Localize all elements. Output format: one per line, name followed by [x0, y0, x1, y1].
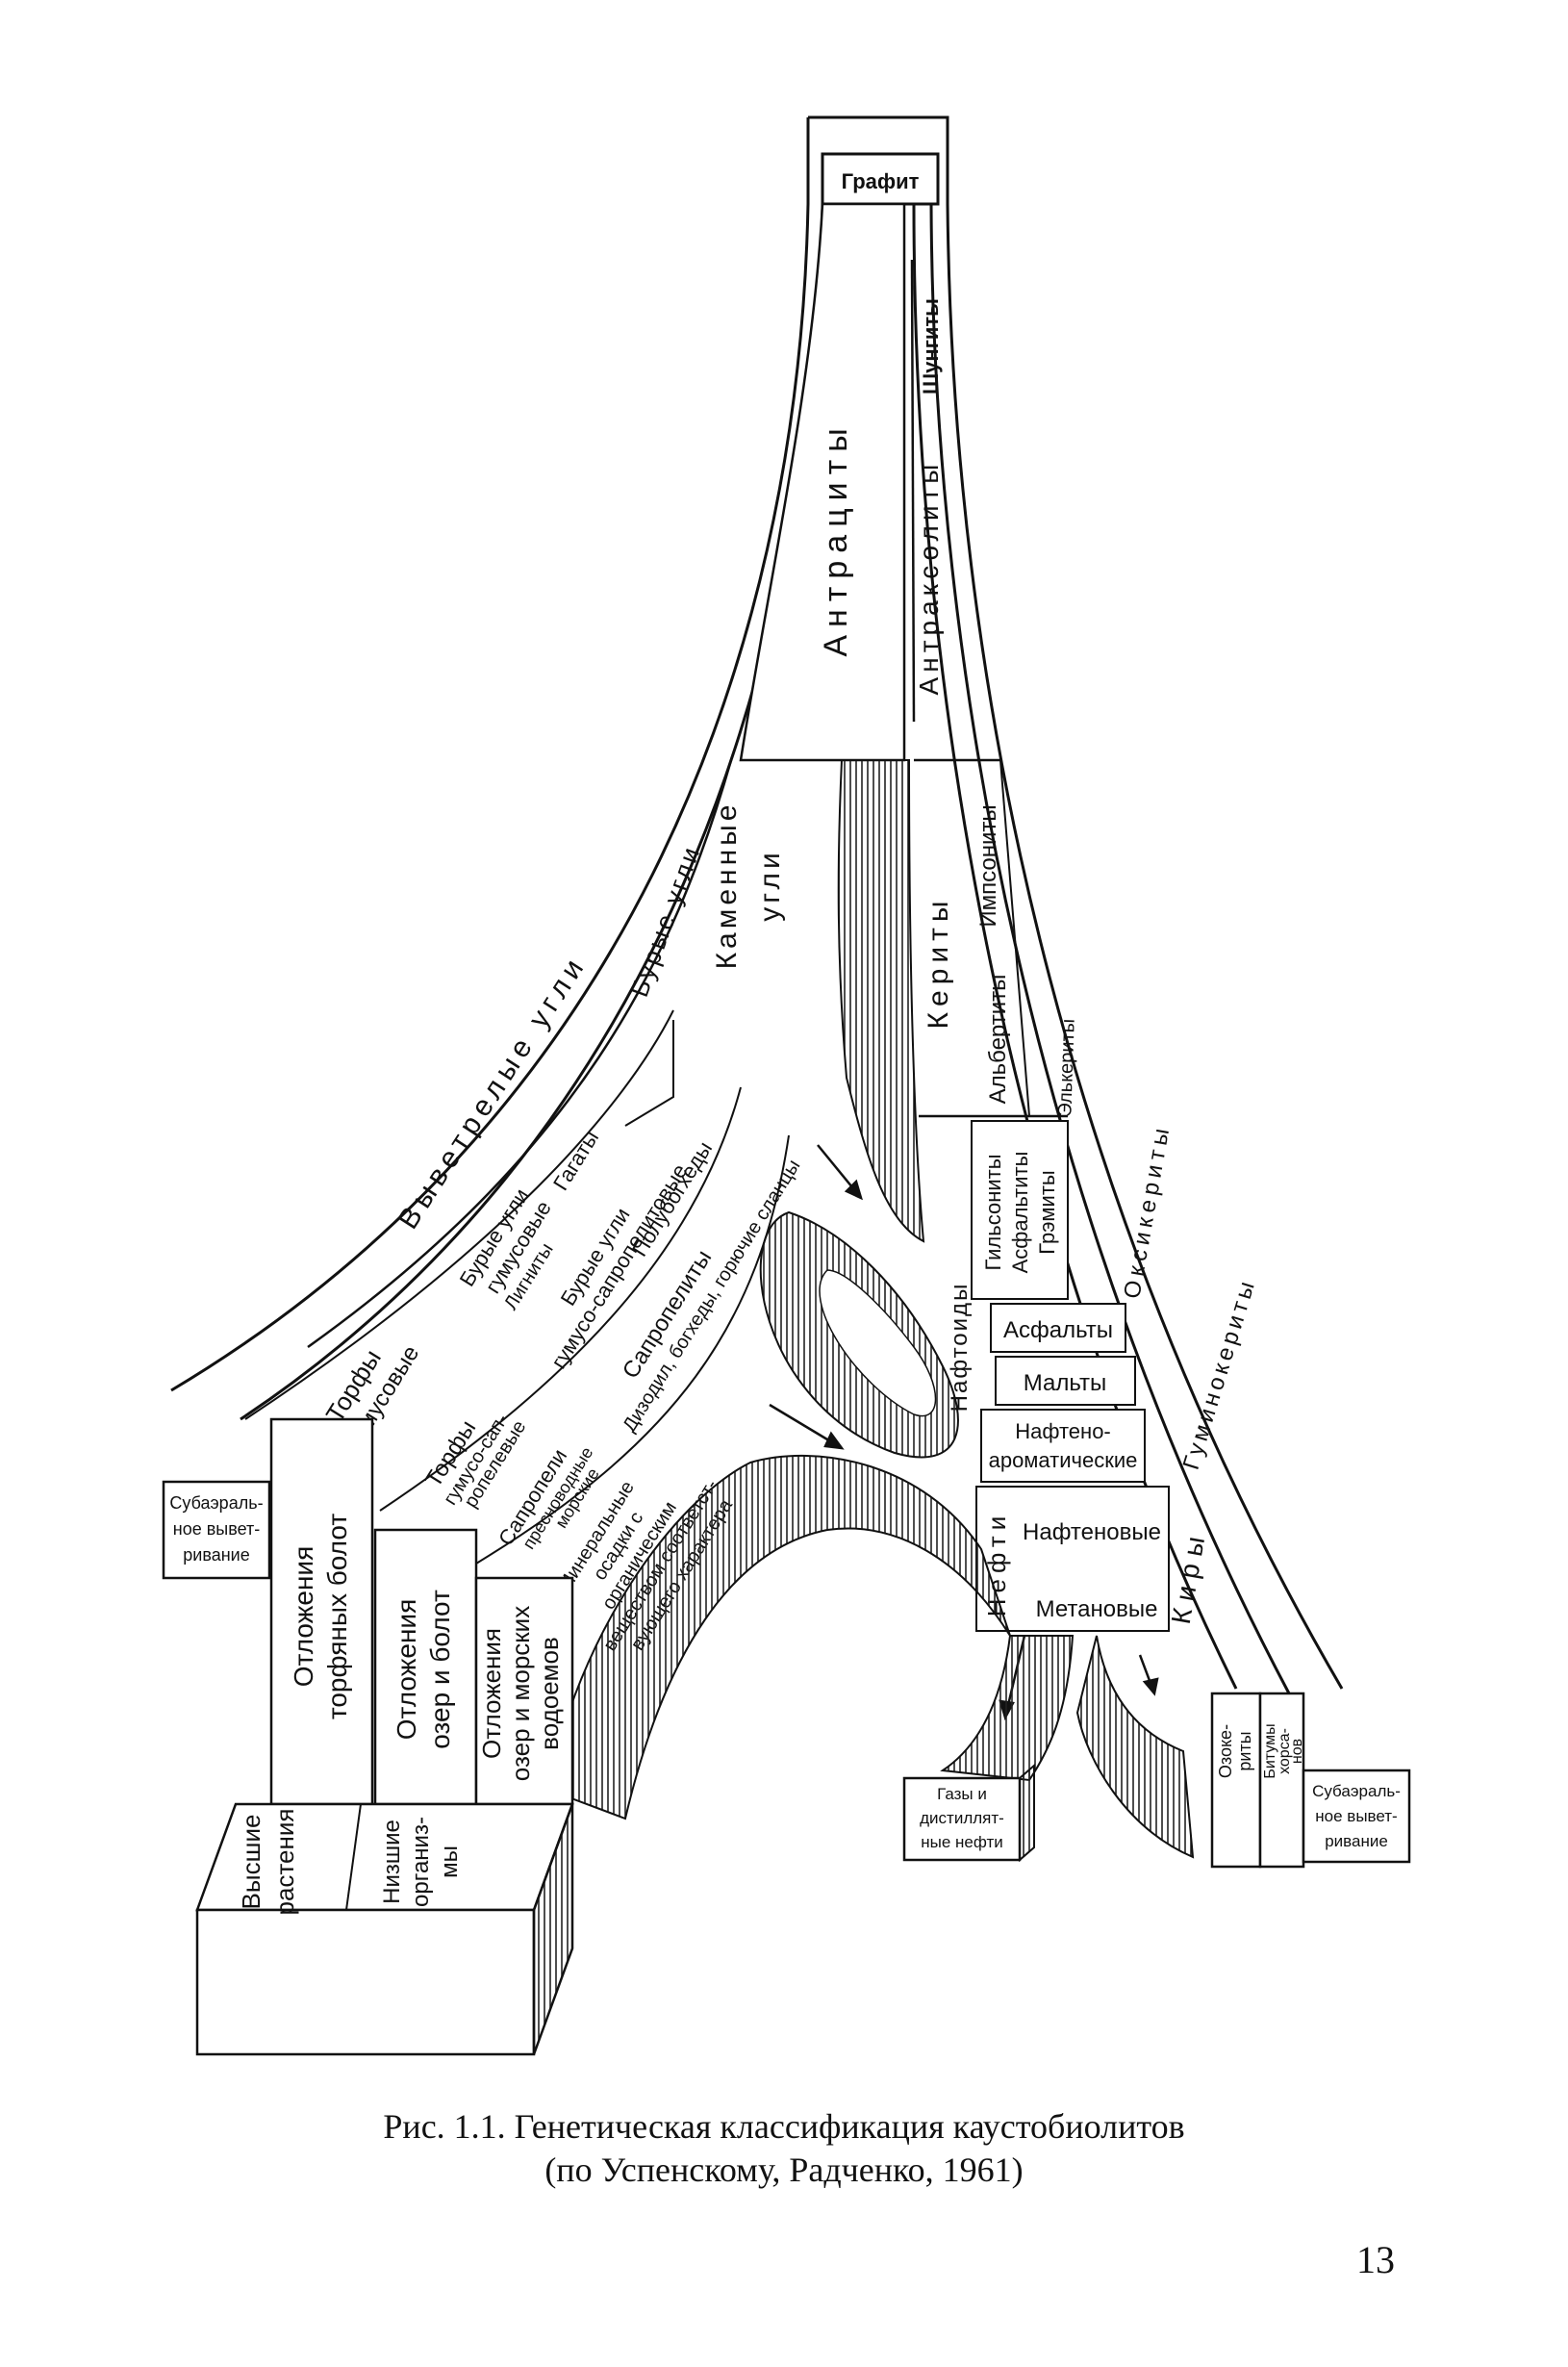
huminokerites-label: Гуминокериты [1178, 1275, 1261, 1473]
higher-plants-label-1: Высшие [237, 1815, 266, 1910]
left-arch [546, 1454, 1011, 1820]
methane-label: Метановые [1036, 1596, 1158, 1622]
left-layers [244, 1009, 790, 1565]
brown-coals-label: Бурые угли [624, 841, 706, 1001]
peat-bog-label-1: Отложения [289, 1546, 318, 1687]
gilsonites-label: Гильсониты [981, 1154, 1005, 1270]
caption-line-2: (по Успенскому, Радченко, 1961) [544, 2151, 1024, 2189]
subaerial-left-label-2: ное вывет- [173, 1519, 260, 1539]
stone-coals: Каменные угли [711, 802, 786, 970]
gas-arch [940, 1635, 1075, 1782]
subaerial-right-label-2: ное вывет- [1315, 1807, 1397, 1825]
anthracites-region: Антрациты Антраксолиты [739, 202, 944, 762]
figure-caption: Рис. 1.1. Генетическая классификация кау… [0, 2105, 1568, 2192]
lake-bog-label-2: озер и болот [425, 1590, 455, 1749]
maltha-label: Мальты [1024, 1370, 1106, 1396]
asphalts-label: Асфальты [1003, 1317, 1113, 1343]
central-spine-shading [837, 759, 925, 1243]
anthracites-label: Антрациты [818, 420, 854, 656]
higher-plants-label-2: растения [270, 1809, 299, 1916]
naphtheno-aromatic-label-1: Нафтено- [1015, 1419, 1111, 1443]
gases-label-3: ные нефти [921, 1833, 1003, 1851]
loop-inner [819, 1269, 937, 1417]
stone-coals-label-1: Каменные [711, 802, 743, 970]
shungites-band: Шунгиты [910, 259, 943, 723]
subaerial-right-label-1: Субаэраль- [1312, 1782, 1401, 1800]
right-tail-arch [1075, 1635, 1195, 1859]
bitumen-label-1: Битумы [1262, 1723, 1278, 1778]
lower-organisms-label-1: Низшие [379, 1820, 405, 1904]
deposit-blocks [269, 1417, 574, 1806]
semi-boghead-label: Полубогхеды [627, 1137, 717, 1260]
impsonites-label: Импсониты [975, 804, 1001, 927]
peat-bog-label-2: торфяных болот [322, 1514, 352, 1720]
marine-deposits-label-3: водоемов [535, 1637, 564, 1750]
gases-box: Газы и дистиллят- ные нефти [902, 1763, 1035, 1863]
graphite-label: Графит [842, 169, 920, 193]
naphthenic-label: Нафтеновые [1023, 1519, 1161, 1545]
gagates-label: Гагаты [548, 1127, 603, 1195]
graphite-box: Графит [821, 152, 940, 206]
asphaltites-label: Асфальтиты [1008, 1152, 1032, 1274]
gases-label-1: Газы и [937, 1785, 987, 1803]
elkerites-label: Элькериты [1054, 1019, 1079, 1117]
kirs-label: Киры [1166, 1527, 1212, 1627]
shungites-label: Шунгиты [919, 298, 943, 394]
subaerial-left-label-3: ривание [183, 1545, 249, 1565]
oil-boxes [975, 1303, 1170, 1632]
base-block [195, 1802, 574, 2056]
lower-organisms-label-2: организ- [408, 1817, 434, 1907]
gilsonite-group: Гильсониты Асфальтиты Грэмиты Нафтоиды [947, 1120, 1069, 1412]
kerites-label: Кериты [923, 896, 954, 1030]
bitumen-label-2: хорса- [1277, 1728, 1293, 1774]
ozokerites-label-2: риты [1235, 1731, 1254, 1770]
subaerial-left-box: Субаэраль- ное вывет- ривание [162, 1480, 271, 1580]
right-end-boxes [1210, 1692, 1411, 1869]
stone-coals-label-2: угли [754, 849, 786, 922]
marine-deposits-label-1: Отложения [477, 1628, 506, 1759]
subaerial-right-label-3: ривание [1325, 1832, 1388, 1850]
grahamites-label: Грэмиты [1035, 1170, 1059, 1254]
subaerial-left-label-1: Субаэраль- [169, 1493, 263, 1513]
bitumen-label-3: нов [1289, 1739, 1305, 1764]
kerites-group: Кериты Импсониты Альбертиты Элькериты [914, 758, 1079, 1118]
caption-line-1: Рис. 1.1. Генетическая классификация кау… [383, 2107, 1185, 2146]
oxykerites-label: Оксикериты [1119, 1122, 1176, 1301]
albertites-label: Альбертиты [985, 975, 1011, 1105]
gases-label-2: дистиллят- [920, 1809, 1004, 1827]
ozokerites-label-1: Озоке- [1216, 1724, 1235, 1778]
anthraxolites-label: Антраксолиты [914, 460, 944, 696]
lower-organisms-label-3: мы [437, 1845, 463, 1878]
page-number: 13 [1356, 2238, 1395, 2281]
marine-deposits-label-2: озер и морских [506, 1606, 535, 1781]
lake-bog-label-1: Отложения [392, 1599, 421, 1740]
naphtheno-aromatic-label-2: ароматические [989, 1448, 1138, 1472]
